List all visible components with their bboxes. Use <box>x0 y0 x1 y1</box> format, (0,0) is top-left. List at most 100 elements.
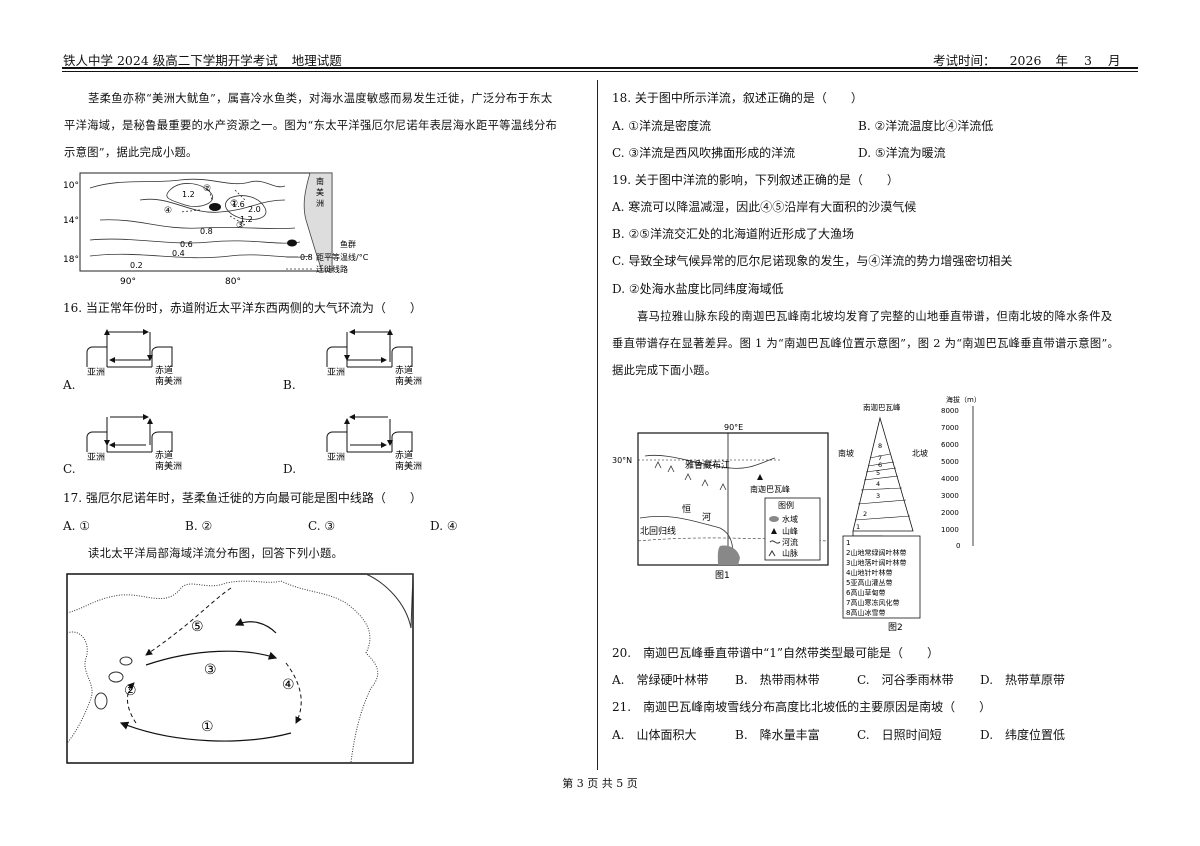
zone-8: 8 <box>878 442 882 450</box>
option-c-label[interactable]: C. <box>63 462 76 476</box>
q20-option-d[interactable]: D. 热带草原带 <box>980 673 1066 687</box>
altitude-axis-title: 海拔（m） <box>946 396 981 404</box>
s-america-label: 南美洲 <box>395 375 422 387</box>
mountain-range-symbols <box>654 461 727 491</box>
school-name: 铁人中学 2024 级高二下学期开学考试 <box>63 53 278 68</box>
q18-option-a[interactable]: A. ①洋流是密度流 <box>612 119 712 133</box>
q21-option-d[interactable]: D. 纬度位置低 <box>980 728 1066 742</box>
legend-river: 河流 <box>782 537 798 547</box>
q17-option-b[interactable]: B. ② <box>185 519 213 533</box>
route-3: ③ <box>236 221 244 231</box>
legend-water: 水域 <box>782 514 798 524</box>
legend-zone-4: 4山地针叶林带 <box>846 568 892 577</box>
option-b-label[interactable]: B. <box>283 378 296 392</box>
asia-label: 亚洲 <box>87 367 105 378</box>
q19-option-a[interactable]: A. 寒流可以降温减湿，因此④⑤沿岸有大面积的沙漠气候 <box>612 200 917 214</box>
north-pacific-currents-map: ① ② ③ ④ ⑤ <box>66 573 414 764</box>
zone-4: 4 <box>876 480 880 488</box>
west-coast <box>66 631 93 744</box>
legend-route: 迁徙线路 <box>316 264 348 274</box>
current-label-2: ② <box>124 683 137 699</box>
equator-label: 赤道 <box>395 364 413 376</box>
map-frame <box>66 573 414 764</box>
zone-boundaries <box>854 453 911 521</box>
option-d-label[interactable]: D. <box>283 462 297 476</box>
mountain-profile <box>852 416 914 532</box>
q20-option-a[interactable]: A. 常绿硬叶林带 <box>612 673 709 687</box>
q19-option-c[interactable]: C. 导致全球气候异常的厄尔尼诺现象的发生，与④洋流的势力增强密切相关 <box>612 254 1013 268</box>
south-slope-label: 南坡 <box>838 448 854 458</box>
island <box>108 671 124 683</box>
column-divider <box>597 80 598 770</box>
legend-iso: 距平等温线/°C <box>316 252 369 262</box>
legend-zone-6: 6高山草甸带 <box>846 588 885 597</box>
current-label-4: ④ <box>282 677 295 693</box>
zone-5: 5 <box>876 469 880 477</box>
island <box>119 656 133 666</box>
fig1-caption: 图1 <box>715 570 730 581</box>
river-legend-icon <box>769 540 781 544</box>
land-label-3: 洲 <box>316 199 324 208</box>
exam-title: 铁人中学 2024 级高二下学期开学考试 地理试题 <box>63 50 342 69</box>
el-nino-anomaly-map: 10° 14° 18° 90° 80° 南 美 洲 1.2 1.6 2.0 1.… <box>63 172 369 287</box>
q17-option-a[interactable]: A. ① <box>63 519 91 533</box>
zone-1: 1 <box>856 523 860 531</box>
q21-option-b[interactable]: B. 降水量丰富 <box>735 728 820 742</box>
q21-option-a[interactable]: A. 山体面积大 <box>612 728 697 742</box>
tick: 1000 <box>941 526 959 534</box>
iso-label: 0.8 <box>200 227 213 236</box>
fig2-legend: 1 2山地常绿阔叶林带 3山地落叶阔叶林带 4山地针叶林带 5亚高山灌丛带 6高… <box>846 539 906 617</box>
q19-option-b[interactable]: B. ②⑤洋流交汇处的北海道附近形成了大渔场 <box>612 227 854 241</box>
lon-80: 80° <box>225 277 241 287</box>
ganges-river <box>639 515 734 566</box>
current-4-path <box>285 662 302 724</box>
legend-zone-7: 7高山寒冻风化带 <box>846 598 899 607</box>
northeast-land <box>365 573 414 629</box>
option-a-label[interactable]: A. <box>63 378 76 392</box>
zone-6: 6 <box>878 461 882 469</box>
legend-zone-5: 5亚高山灌丛带 <box>846 578 892 587</box>
year-unit: 年 <box>1055 53 1069 68</box>
peak-label: 南迦巴瓦峰 <box>750 484 790 494</box>
iso-label: 2.0 <box>248 205 261 214</box>
q17-option-c[interactable]: C. ③ <box>308 519 336 533</box>
isotherms <box>89 178 311 259</box>
south-america-land <box>303 172 333 272</box>
option-d-diagram: 亚洲 赤道 南美洲 <box>326 414 422 472</box>
land-label-1: 南 <box>316 176 324 186</box>
legend-fish: 鱼群 <box>340 239 356 249</box>
q18-option-c[interactable]: C. ③洋流是西风吹拂面形成的洋流 <box>612 146 796 160</box>
fig2-caption: 图2 <box>888 622 903 633</box>
q18-option-b[interactable]: B. ②洋流温度比④洋流低 <box>858 119 994 133</box>
lon-label: 90°E <box>724 423 743 432</box>
current-label-1: ① <box>201 719 214 735</box>
tick: 0 <box>956 542 960 550</box>
equator-label: 赤道 <box>155 449 173 461</box>
legend-iso-sample: 0.8 <box>300 253 313 262</box>
asia-label: 亚洲 <box>327 367 345 378</box>
q18-option-d[interactable]: D. ⑤洋流为暖流 <box>858 146 946 160</box>
option-b-diagram: 亚洲 赤道 南美洲 <box>326 329 422 387</box>
q20-option-c[interactable]: C. 河谷季雨林带 <box>857 673 954 687</box>
intro-line-1: 茎柔鱼亦称“美洲大鱿鱼”，属喜冷水鱼类，对海水温度敏感而易发生迁徙，广泛分布于东… <box>88 92 553 105</box>
tick: 6000 <box>941 441 959 449</box>
legend-zone-1: 1 <box>846 539 850 547</box>
east-coast <box>280 580 379 763</box>
q19-option-d[interactable]: D. ②处海水盐度比同纬度海域低 <box>612 282 784 296</box>
fig2-peak-label: 南迦巴瓦峰 <box>863 402 901 412</box>
current-1-path <box>119 721 292 742</box>
zone-3: 3 <box>876 492 880 500</box>
lat-label: 30°N <box>612 456 632 465</box>
altitude-ticks: 8000 7000 6000 5000 4000 3000 2000 1000 … <box>941 407 960 550</box>
q20-option-b[interactable]: B. 热带雨林带 <box>735 673 820 687</box>
zone-numbers: 8 7 6 5 4 3 2 1 <box>856 442 882 531</box>
read-intro: 读北太平洋局部海域洋流分布图，回答下列小题。 <box>88 547 344 560</box>
q21-option-c[interactable]: C. 日照时间短 <box>857 728 942 742</box>
question-16: 16. 当正常年份时，赤道附近太平洋东西两侧的大气环流为（ ） <box>63 301 422 315</box>
intro2-line-2: 垂直带谱存在显著差异。图 1 为“南迦巴瓦峰位置示意图”，图 2 为“南迦巴瓦峰… <box>612 337 1120 350</box>
peak-legend-icon <box>771 528 777 534</box>
current-2-path <box>127 682 137 724</box>
route-1: ① <box>203 184 211 194</box>
q17-option-d[interactable]: D. ④ <box>430 519 458 533</box>
